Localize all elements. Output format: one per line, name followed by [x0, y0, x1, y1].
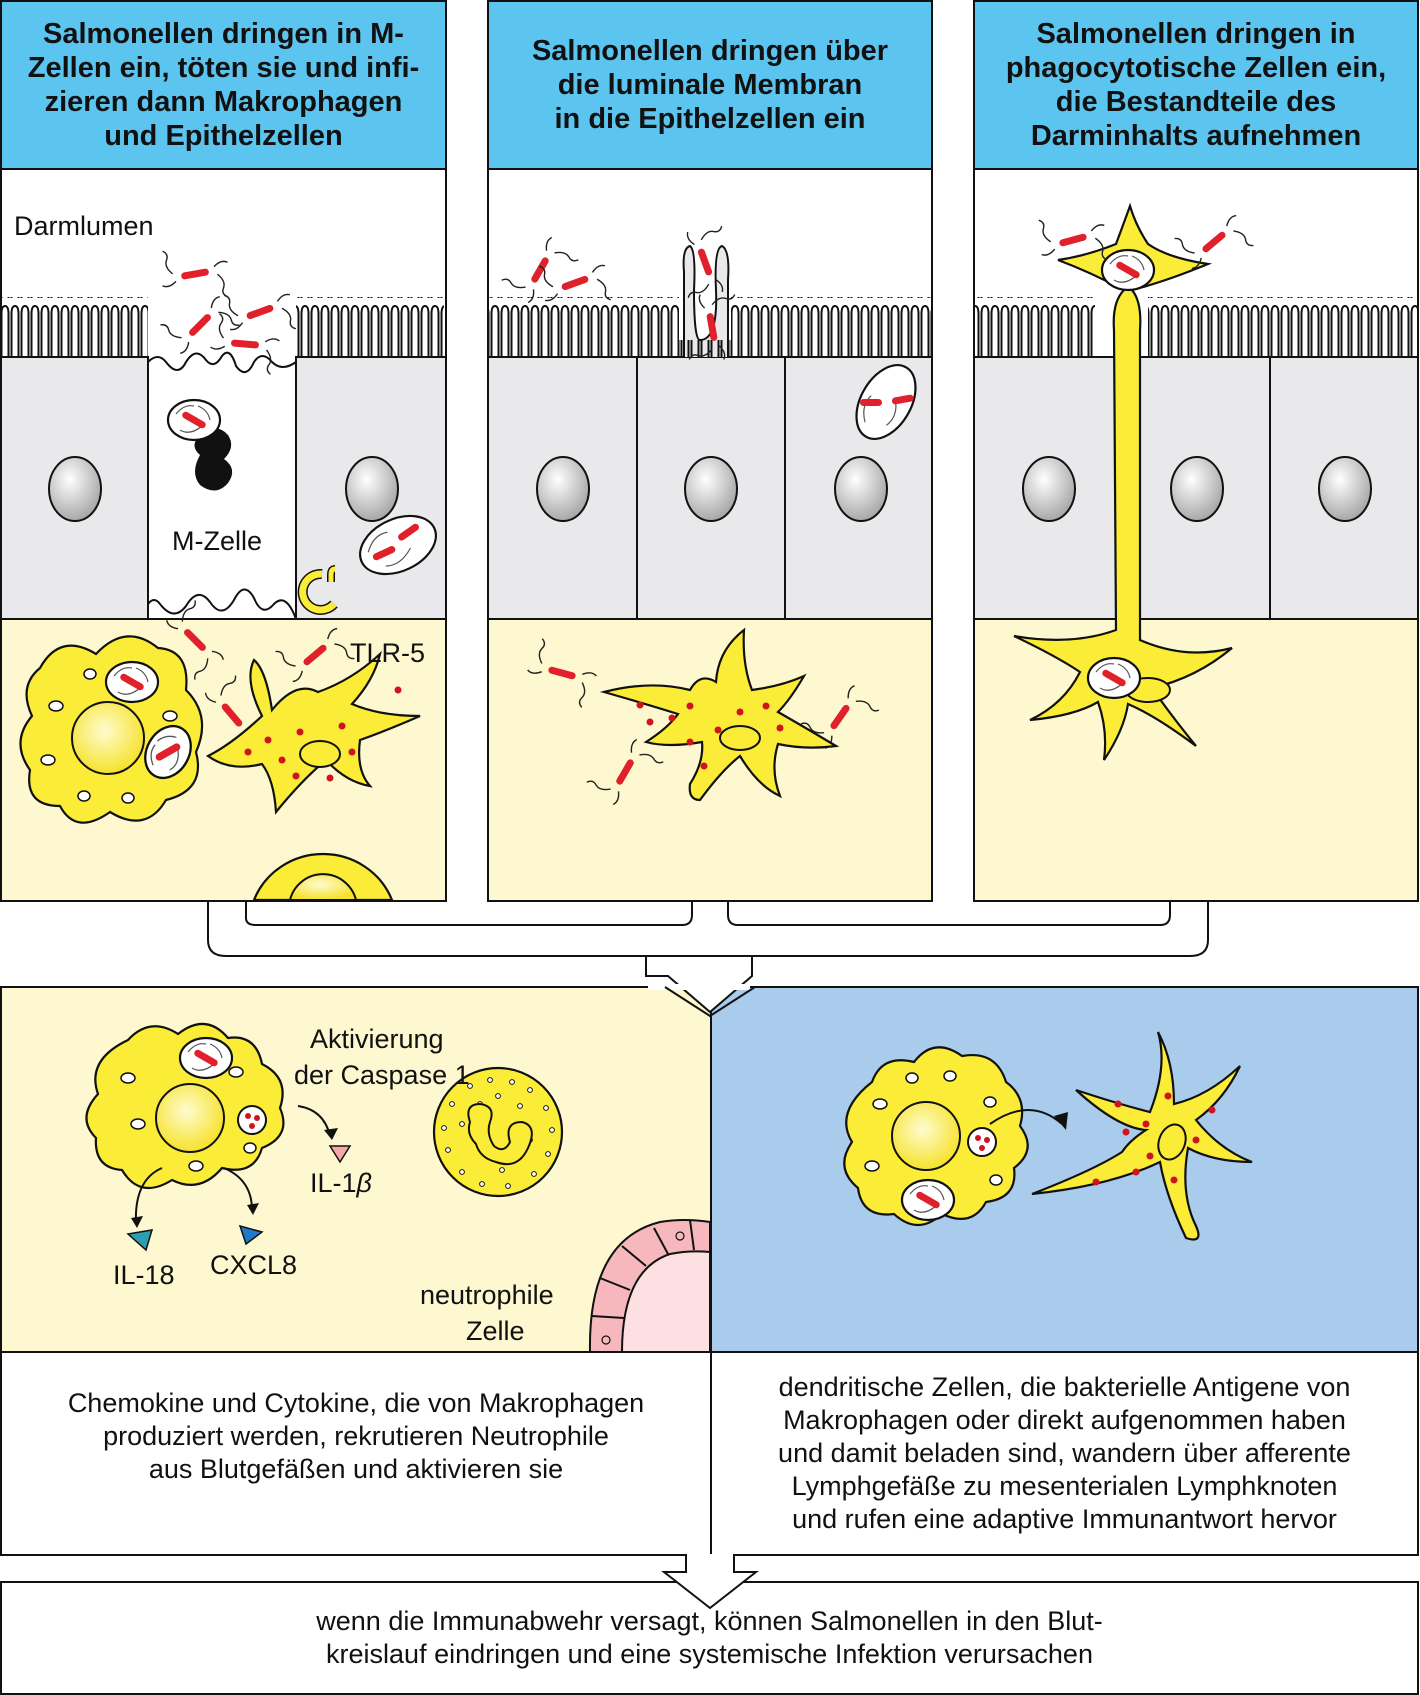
description-line: produziert werden, rekrutieren Neutrophi…	[103, 1421, 609, 1451]
cxcl8-ligand	[238, 1224, 264, 1246]
panel-3-header: Salmonellen dringen in phagocytotische Z…	[974, 1, 1418, 169]
panel-2-header-line: in die Epithelzellen ein	[554, 103, 866, 135]
panel-3	[973, 0, 1419, 902]
label-tlr5: TLR-5	[350, 638, 426, 668]
il1b-ligand	[328, 1145, 352, 1164]
merge-connector	[207, 901, 1209, 957]
description-dendritic: dendritische Zellen, die bakterielle Ant…	[711, 1352, 1418, 1555]
description-line: Makrophagen oder direkt aufgenommen habe…	[783, 1405, 1346, 1435]
label-il1b-beta: β	[356, 1168, 372, 1198]
panel-3-header-line: Darminhalts aufnehmen	[1030, 120, 1362, 152]
panel-1-header: Salmonellen dringen in M- Zellen ein, tö…	[1, 1, 446, 169]
conclusion-line: wenn die Immunabwehr versagt, können Sal…	[316, 1606, 1103, 1636]
label-neutrophile: neutrophile	[420, 1280, 554, 1310]
label-cxcl8: CXCL8	[210, 1250, 298, 1280]
panel-2-header-line: Salmonellen dringen über	[531, 35, 889, 67]
description-line: Lymphgefäße zu mesenterialen Lymphknoten	[791, 1471, 1338, 1501]
label-il18: IL-18	[113, 1260, 175, 1290]
label-il1b: IL-1β	[310, 1168, 372, 1199]
activated-macrophage	[85, 1022, 285, 1190]
label-il1b-text: IL-1	[310, 1168, 357, 1198]
panel-2	[487, 0, 933, 902]
panel-1-header-line: Salmonellen dringen in M-	[43, 18, 404, 50]
description-line: Chemokine und Cytokine, die von Makropha…	[67, 1388, 645, 1418]
panel-3-header-line: phagocytotische Zellen ein,	[1005, 52, 1387, 84]
label-m-zelle: M-Zelle	[172, 526, 263, 556]
panel-1-header-line: zieren dann Makrophagen	[44, 86, 403, 118]
description-line: dendritische Zellen, die bakterielle Ant…	[778, 1372, 1351, 1402]
label-caspase-line1: Aktivierung	[310, 1024, 444, 1054]
panel-3-header-line: die Bestandteile des	[1055, 86, 1337, 118]
antigen-macrophage	[843, 1046, 1029, 1227]
panel-2-header: Salmonellen dringen über die luminale Me…	[488, 1, 932, 169]
description-line: und damit beladen sind, wandern über aff…	[778, 1438, 1351, 1468]
label-darmlumen: Darmlumen	[14, 211, 154, 241]
label-caspase-line2: der Caspase 1	[294, 1060, 470, 1090]
blood-vessel	[588, 1219, 711, 1353]
conclusion: wenn die Immunabwehr versagt, können Sal…	[1, 1582, 1418, 1694]
panel-2-header-line: die luminale Membran	[557, 69, 863, 101]
il18-ligand	[126, 1229, 154, 1252]
panel-1-header-line: Zellen ein, töten sie und infi-	[27, 52, 420, 84]
migrating-dendritic-cell	[1031, 1031, 1253, 1241]
conclusion-line: kreislauf eindringen und eine systemisch…	[326, 1639, 1093, 1669]
panel-3-header-line: Salmonellen dringen in	[1036, 18, 1356, 50]
panel-1-header-line: und Epithelzellen	[104, 120, 343, 152]
description-line: aus Blutgefäßen und aktivieren sie	[148, 1454, 564, 1484]
description-line: und rufen eine adaptive Immunantwort her…	[792, 1504, 1337, 1534]
description-neutrophils: Chemokine und Cytokine, die von Makropha…	[1, 1352, 711, 1555]
panel-1	[0, 0, 447, 902]
label-zelle: Zelle	[466, 1316, 525, 1346]
neutrophil	[432, 1066, 564, 1198]
